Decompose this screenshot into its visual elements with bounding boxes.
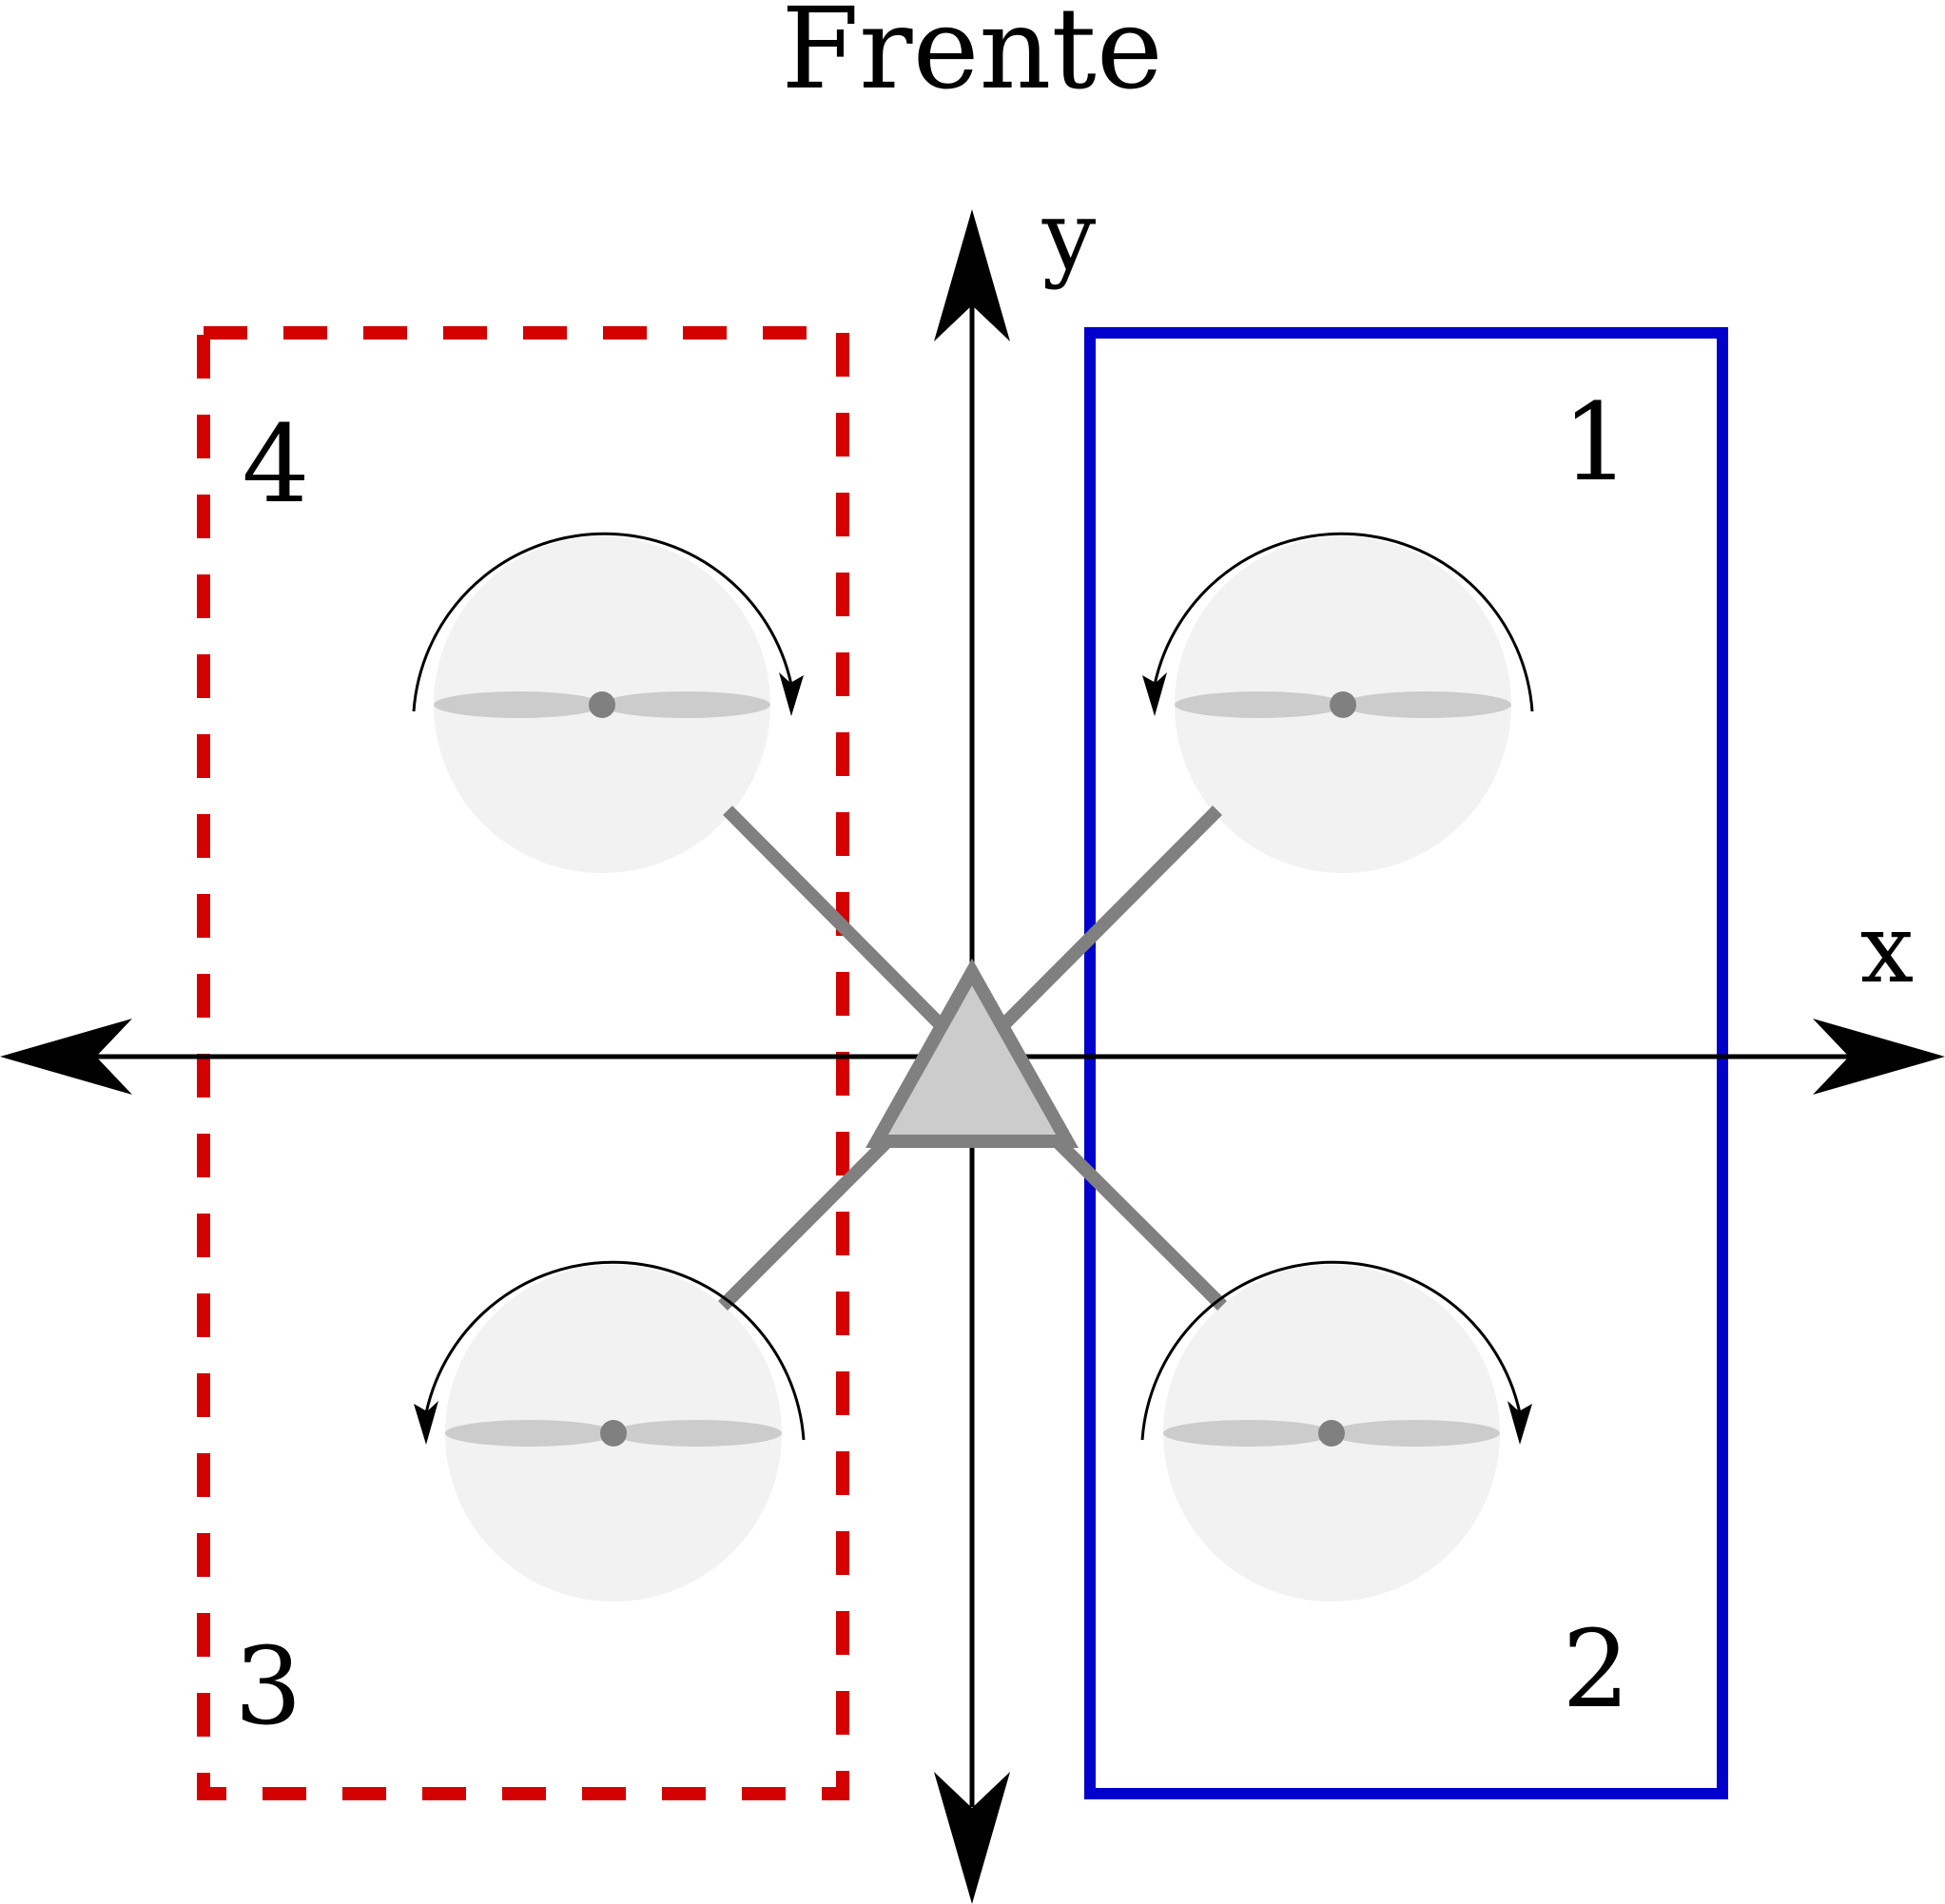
blade xyxy=(1175,691,1344,718)
rotor-hub xyxy=(1318,1420,1345,1447)
blade xyxy=(434,691,603,718)
rotation-arrow-4 xyxy=(412,532,793,712)
rotor-number-label: 1 xyxy=(1562,381,1629,505)
blade xyxy=(445,1420,614,1447)
x-axis-arrow-right xyxy=(1813,1019,1945,1095)
blade xyxy=(1331,1420,1500,1447)
rotation-arrow-2 xyxy=(1140,1260,1522,1441)
arrowhead-3 xyxy=(414,1401,438,1445)
blade xyxy=(1342,691,1511,718)
rotor-hub xyxy=(600,1420,627,1447)
y-axis-label: y xyxy=(1041,180,1097,291)
frame-arm-4 xyxy=(723,806,977,1061)
blade xyxy=(613,1420,782,1447)
rotation-arrow-3 xyxy=(424,1260,806,1441)
arrowhead-4 xyxy=(779,672,804,716)
rotation-arrows xyxy=(412,532,1534,1441)
blade xyxy=(601,691,770,718)
rotation-arrowheads xyxy=(414,672,1532,1445)
rotor-hubs xyxy=(589,691,1356,1447)
rotor-number-label: 2 xyxy=(1562,1608,1629,1732)
rotor-number-label: 3 xyxy=(234,1625,301,1749)
group-box-rotors-3-4 xyxy=(197,326,849,1800)
title-label: Frente xyxy=(781,0,1162,114)
x-axis-arrow-left xyxy=(0,1019,132,1095)
y-axis-arrow-up xyxy=(934,209,1010,341)
drone-body-triangle xyxy=(866,958,1079,1148)
rotor-hub xyxy=(589,691,615,718)
rotor-hub xyxy=(1330,691,1356,718)
frame-arm-1 xyxy=(967,806,1222,1061)
propeller-blades xyxy=(434,691,1511,1447)
arrowhead-2 xyxy=(1507,1401,1532,1445)
rotor-number-label: 4 xyxy=(242,403,309,527)
group-box-rotors-1-2 xyxy=(1084,327,1728,1799)
x-axis-label: x xyxy=(1860,893,1914,1004)
blade xyxy=(1163,1420,1332,1447)
rotation-arrow-1 xyxy=(1153,532,1534,712)
arrowhead-1 xyxy=(1142,672,1167,716)
y-axis-arrow-down xyxy=(934,1772,1010,1904)
